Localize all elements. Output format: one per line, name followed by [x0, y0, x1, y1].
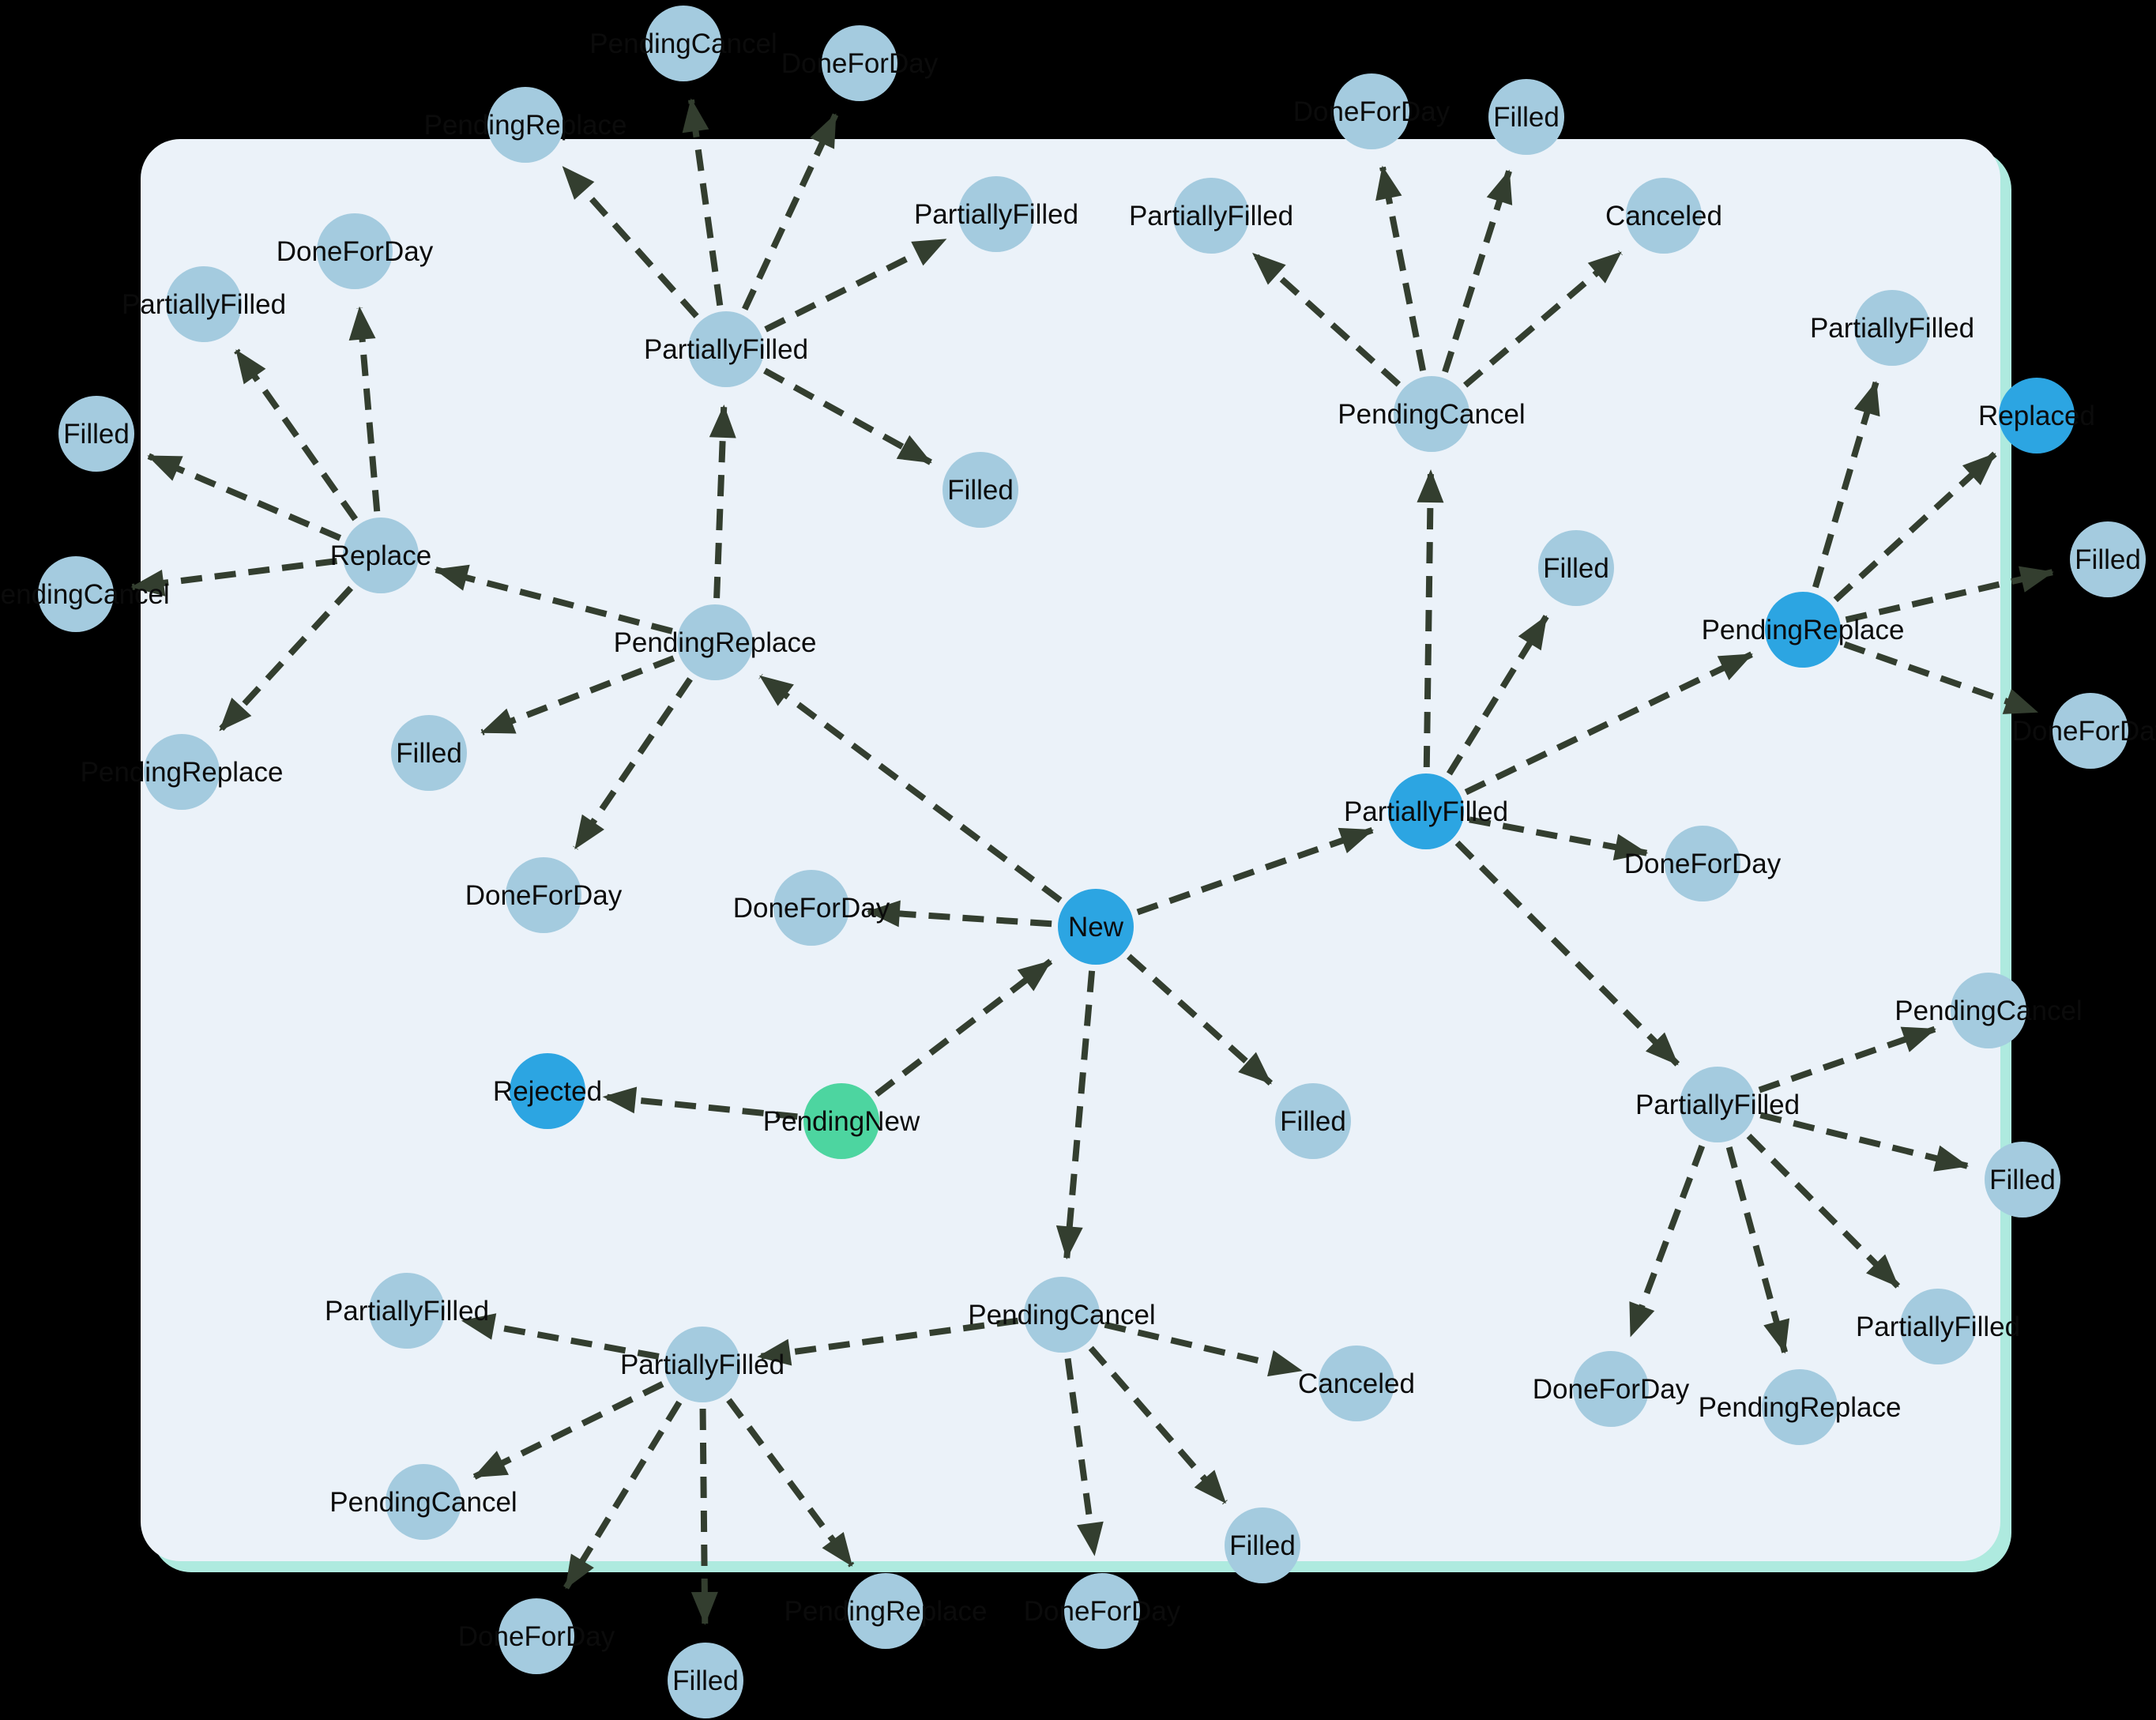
node-br_fill[interactable]: Filled — [1985, 1142, 2060, 1218]
edge-replace-to-r_fill — [147, 453, 342, 541]
node-circle-PendingCancel[interactable] — [1951, 973, 2026, 1048]
node-circle-PartiallyFilled[interactable] — [688, 311, 764, 387]
edge-replace-to-r_pc — [130, 558, 337, 597]
node-circle-PendingCancel[interactable] — [386, 1464, 461, 1540]
edge-pr_right-to-rr_fill — [1845, 566, 2054, 623]
node-circle-Replaced[interactable] — [1999, 378, 2075, 454]
node-l_fill[interactable]: Filled — [391, 715, 467, 791]
node-circle-DoneForDay[interactable] — [1064, 1573, 1140, 1649]
edge-pr_left-to-replace — [434, 564, 673, 634]
edge-pf_right-to-rc_dfd — [1469, 816, 1649, 860]
edge-pf_top-to-t_dfd — [742, 113, 839, 311]
node-rr_fill[interactable]: Filled — [2070, 521, 2146, 597]
node-circle-PendingReplace[interactable] — [487, 87, 563, 163]
node-circle-PendingCancel[interactable] — [38, 556, 114, 632]
node-circle-PartiallyFilled[interactable] — [166, 266, 242, 342]
node-circle-Canceled[interactable] — [1626, 178, 1702, 254]
node-circle-PendingReplace[interactable] — [1762, 1369, 1838, 1445]
node-r_fill[interactable]: Filled — [58, 396, 134, 472]
edge-pf_right-to-pc_topright — [1417, 469, 1444, 768]
edges-layer — [130, 98, 2054, 1626]
edge-pc_topright-to-tr_fill — [1442, 169, 1513, 373]
node-circle-DoneForDay[interactable] — [1334, 73, 1409, 149]
edge-replace-to-r_dfd — [348, 306, 381, 512]
node-circle-Filled[interactable] — [1488, 79, 1564, 155]
edge-pf_botleft-to-bl_fill — [690, 1408, 718, 1626]
node-circle-PartiallyFilled[interactable] — [369, 1273, 445, 1349]
node-circle-DoneForDay[interactable] — [1573, 1351, 1649, 1427]
node-circle-DoneForDay[interactable] — [773, 870, 849, 946]
node-circle-Filled[interactable] — [668, 1643, 743, 1718]
edge-pr_right-to-rr_repl — [1833, 451, 1997, 603]
node-circle-PendingReplace[interactable] — [1765, 592, 1841, 668]
node-b_fill[interactable]: Filled — [1225, 1507, 1300, 1583]
node-circle-Filled[interactable] — [1225, 1507, 1300, 1583]
node-rc_fill[interactable]: Filled — [1538, 530, 1614, 606]
node-tr_fill[interactable]: Filled — [1488, 79, 1564, 155]
node-circle-PartiallyFilled[interactable] — [1680, 1067, 1755, 1142]
node-filled_new[interactable]: Filled — [1275, 1083, 1351, 1159]
edge-pc_bottom-to-b_fill — [1088, 1346, 1228, 1505]
edge-pf_right-to-rc_fill — [1446, 615, 1549, 776]
node-circle-PendingReplace[interactable] — [144, 734, 220, 810]
node-circle-PartiallyFilled[interactable] — [1854, 290, 1930, 366]
graph-panel — [141, 139, 2000, 1561]
node-circle-DoneForDay[interactable] — [506, 857, 581, 933]
edge-new-to-dfd_new — [866, 900, 1052, 928]
edge-pc_topright-to-tr_canc — [1462, 250, 1623, 388]
node-circle-New[interactable] — [1058, 889, 1134, 965]
node-circle-Replace[interactable] — [343, 518, 419, 593]
node-circle-Filled[interactable] — [2070, 521, 2146, 597]
node-circle-PendingCancel[interactable] — [1024, 1277, 1100, 1353]
node-circle-Filled[interactable] — [1985, 1142, 2060, 1218]
edge-pf_botright-to-br_fill — [1759, 1112, 1970, 1172]
node-circle-PartiallyFilled[interactable] — [958, 176, 1034, 252]
edge-pc_topright-to-tr_dfd — [1375, 165, 1427, 371]
edge-pf_right-to-pf_botright — [1454, 840, 1680, 1067]
edge-new-to-pc_bottom — [1055, 970, 1096, 1260]
node-circle-Filled[interactable] — [58, 396, 134, 472]
node-circle-PendingCancel[interactable] — [1394, 376, 1469, 452]
edge-pf_botleft-to-bl_pr — [726, 1398, 855, 1568]
edge-pc_bottom-to-pf_botleft — [757, 1317, 1019, 1366]
node-circle-DoneForDay[interactable] — [822, 25, 897, 101]
node-circle-PendingNew[interactable] — [803, 1083, 879, 1159]
node-circle-DoneForDay[interactable] — [2053, 693, 2128, 769]
edge-new-to-pf_right — [1136, 826, 1374, 916]
node-t_fill[interactable]: Filled — [943, 452, 1018, 528]
edge-pf_botright-to-br_pr — [1725, 1146, 1790, 1354]
node-circle-Rejected[interactable] — [510, 1053, 585, 1129]
edge-pr_left-to-l_dfd — [573, 677, 693, 850]
node-circle-PendingReplace[interactable] — [848, 1573, 924, 1649]
node-circle-DoneForDay[interactable] — [1665, 826, 1740, 901]
edge-new-to-pr_left — [758, 673, 1063, 903]
edge-pr_right-to-rr_pf — [1812, 381, 1880, 589]
node-bl_fill[interactable]: Filled — [668, 1643, 743, 1718]
edge-pf_botleft-to-bl_dfd — [563, 1400, 683, 1590]
node-circle-Filled[interactable] — [391, 715, 467, 791]
node-circle-Filled[interactable] — [1538, 530, 1614, 606]
node-circle-DoneForDay[interactable] — [317, 213, 393, 289]
node-circle-Canceled[interactable] — [1319, 1346, 1394, 1421]
node-circle-PendingReplace[interactable] — [677, 604, 753, 680]
node-circle-DoneForDay[interactable] — [499, 1598, 574, 1674]
edge-pf_botright-to-br_pc — [1758, 1026, 1936, 1093]
node-circle-Filled[interactable] — [943, 452, 1018, 528]
node-circle-PartiallyFilled[interactable] — [1173, 178, 1249, 254]
edge-pf_botleft-to-bl_pc — [472, 1381, 664, 1480]
edge-pendingnew-to-new — [875, 958, 1053, 1097]
node-circle-PartiallyFilled[interactable] — [1900, 1289, 1976, 1364]
edge-replace-to-r_pf — [234, 348, 359, 521]
edge-pf_botright-to-br_pf — [1746, 1133, 1901, 1289]
node-circle-Filled[interactable] — [1275, 1083, 1351, 1159]
edge-pr_left-to-l_fill — [480, 655, 675, 736]
edge-pf_right-to-pr_right — [1464, 651, 1753, 796]
edge-pf_top-to-t_pc — [682, 98, 724, 307]
node-circle-PartiallyFilled[interactable] — [1388, 773, 1464, 849]
node-circle-PartiallyFilled[interactable] — [664, 1327, 740, 1402]
node-circle-PendingCancel[interactable] — [645, 6, 721, 81]
node-new[interactable]: New — [1058, 889, 1134, 965]
